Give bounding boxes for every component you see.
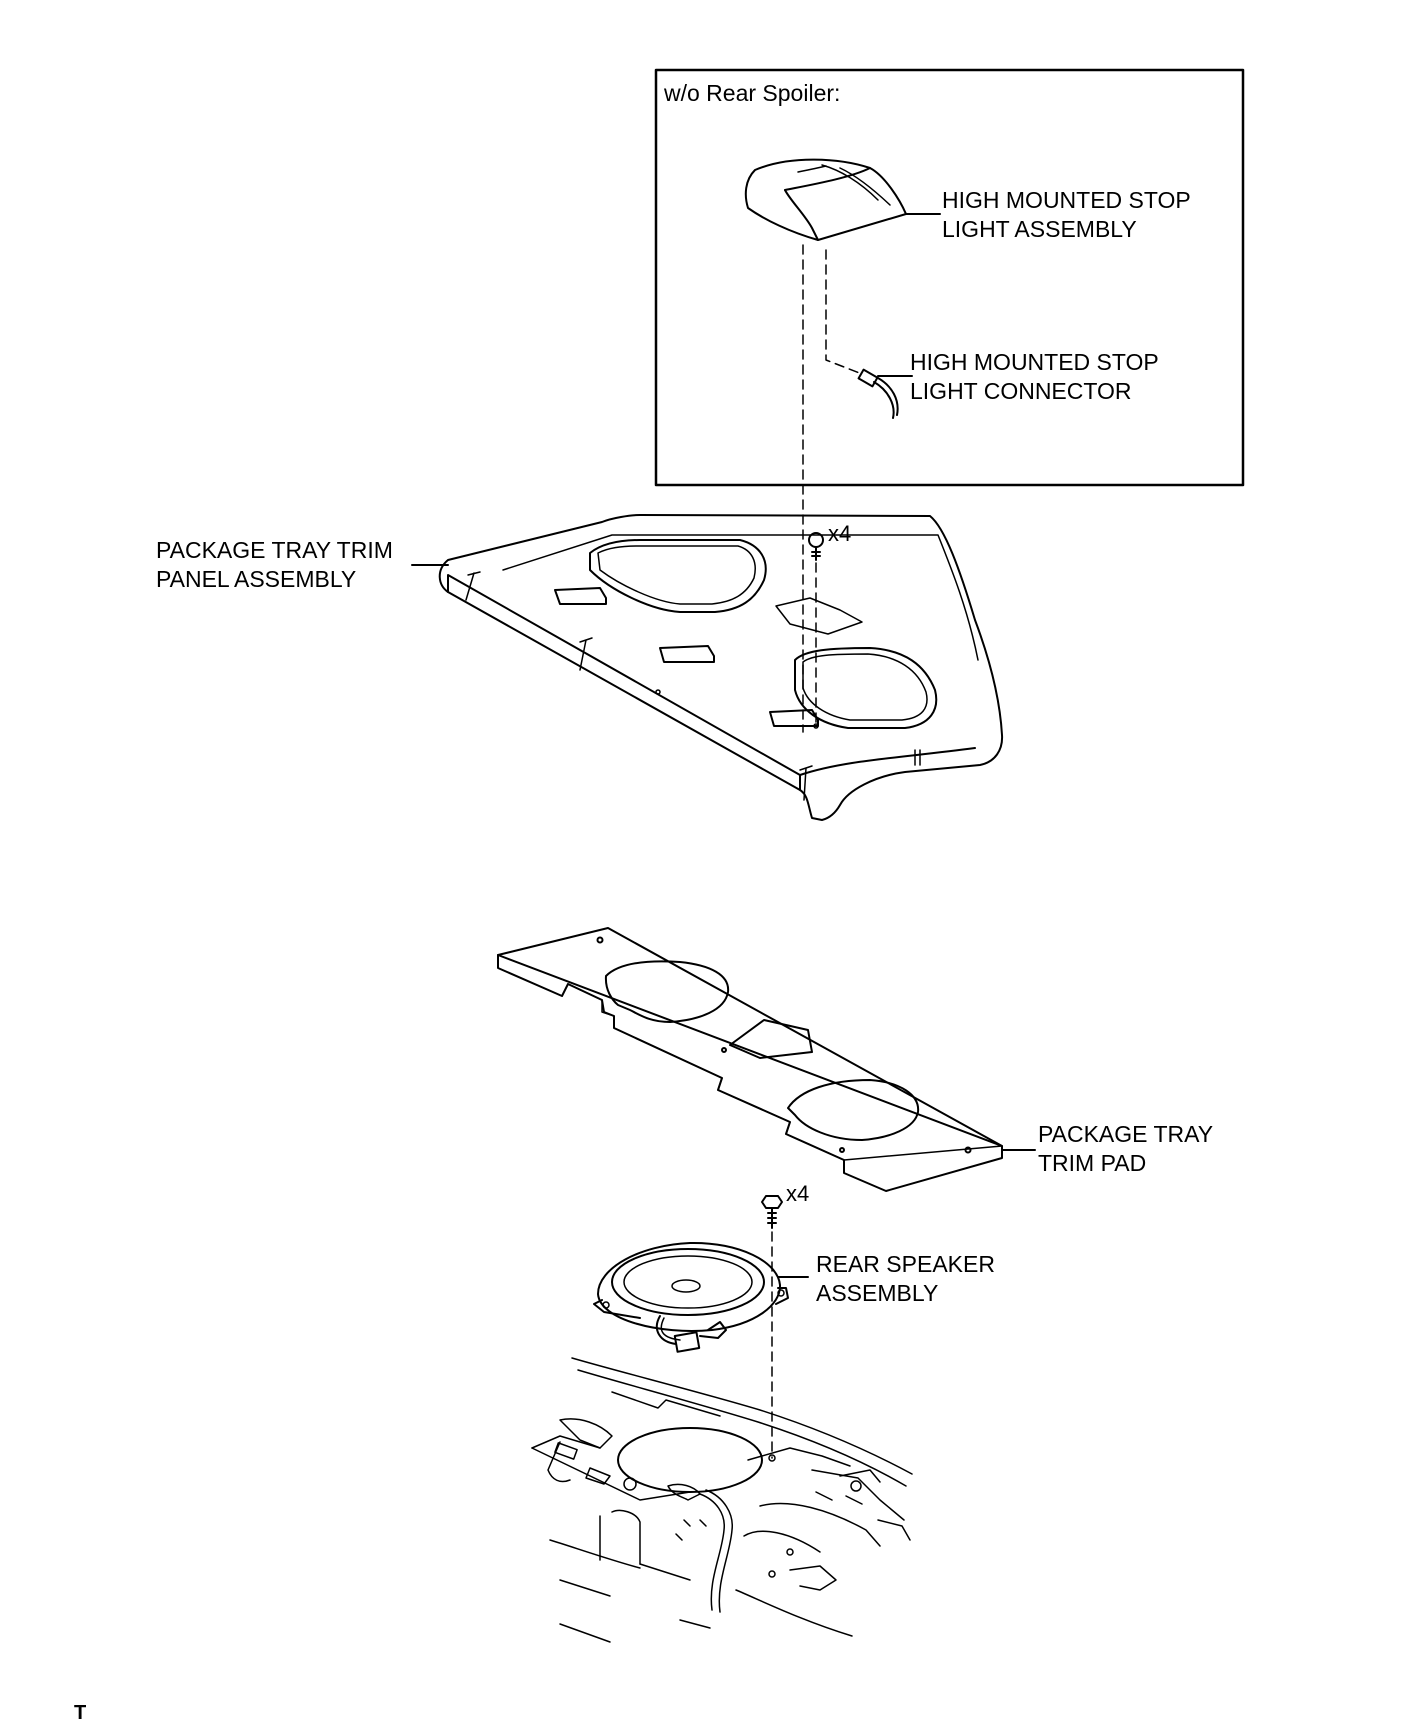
label-tray-pad-line1: PACKAGE TRAY xyxy=(1038,1121,1214,1147)
label-tray-pad-line2: TRIM PAD xyxy=(1038,1150,1147,1176)
stop-light-assembly-drawing xyxy=(744,158,907,241)
clip-icon xyxy=(808,532,824,561)
label-stop-light-assembly-line1: HIGH MOUNTED STOP xyxy=(942,187,1191,213)
label-speaker: REAR SPEAKER ASSEMBLY xyxy=(816,1250,995,1308)
rear-speaker-drawing xyxy=(593,1241,789,1353)
inset-frame xyxy=(654,68,1245,487)
clip-quantity: x4 xyxy=(828,521,852,546)
package-tray-pad-drawing xyxy=(497,927,1003,1192)
label-stop-light-connector-line2: LIGHT CONNECTOR xyxy=(910,378,1132,404)
footer-mark: T xyxy=(74,1702,87,1724)
label-stop-light-connector: HIGH MOUNTED STOP LIGHT CONNECTOR xyxy=(910,348,1159,406)
screw-icon xyxy=(761,1195,783,1229)
label-speaker-line2: ASSEMBLY xyxy=(816,1280,939,1306)
screw-quantity: x4 xyxy=(786,1181,810,1206)
dashed-connector-link xyxy=(825,249,863,375)
label-tray-panel: PACKAGE TRAY TRIM PANEL ASSEMBLY xyxy=(156,536,393,594)
inset-title: w/o Rear Spoiler: xyxy=(664,80,841,106)
label-tray-panel-line2: PANEL ASSEMBLY xyxy=(156,566,357,592)
label-stop-light-assembly-line2: LIGHT ASSEMBLY xyxy=(942,216,1137,242)
package-tray-panel-drawing xyxy=(438,514,1004,821)
stop-light-connector-drawing xyxy=(857,368,899,419)
label-tray-panel-line1: PACKAGE TRAY TRIM xyxy=(156,537,393,563)
label-stop-light-connector-line1: HIGH MOUNTED STOP xyxy=(910,349,1159,375)
label-speaker-line1: REAR SPEAKER xyxy=(816,1251,995,1277)
label-tray-pad: PACKAGE TRAY TRIM PAD xyxy=(1038,1120,1213,1178)
label-stop-light-assembly: HIGH MOUNTED STOP LIGHT ASSEMBLY xyxy=(942,186,1191,244)
body-panel-drawing xyxy=(531,1357,913,1643)
